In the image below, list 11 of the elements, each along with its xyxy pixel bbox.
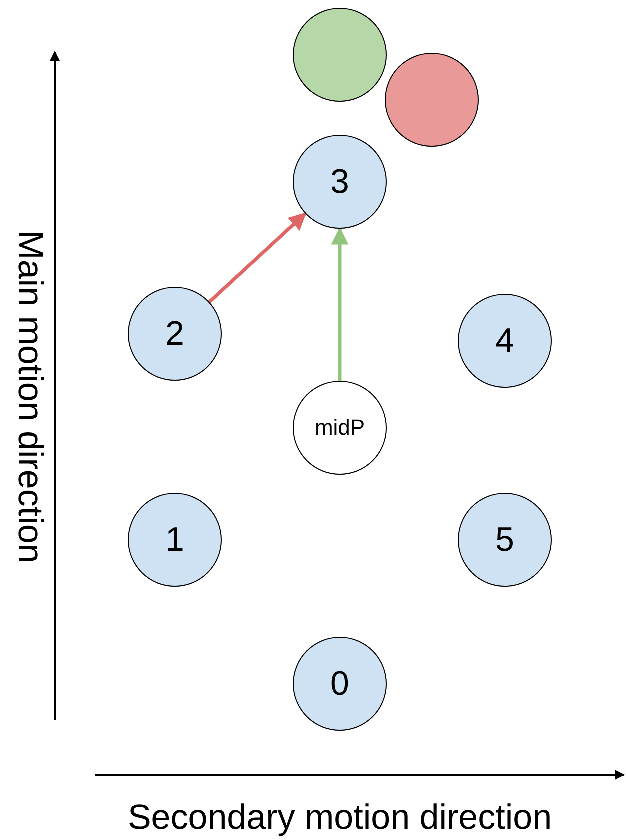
axis-label: Secondary motion direction — [128, 798, 552, 838]
node-label: 4 — [496, 322, 514, 360]
node-label: 2 — [166, 314, 184, 354]
arrow — [331, 227, 349, 381]
arrow — [208, 212, 307, 304]
node-label: 3 — [330, 162, 350, 202]
node-label: 5 — [496, 520, 514, 560]
node-label: 1 — [166, 520, 184, 560]
node-label: midP — [314, 415, 366, 441]
axis-label: Main motion direction — [10, 230, 50, 564]
node-label: 0 — [330, 664, 350, 704]
